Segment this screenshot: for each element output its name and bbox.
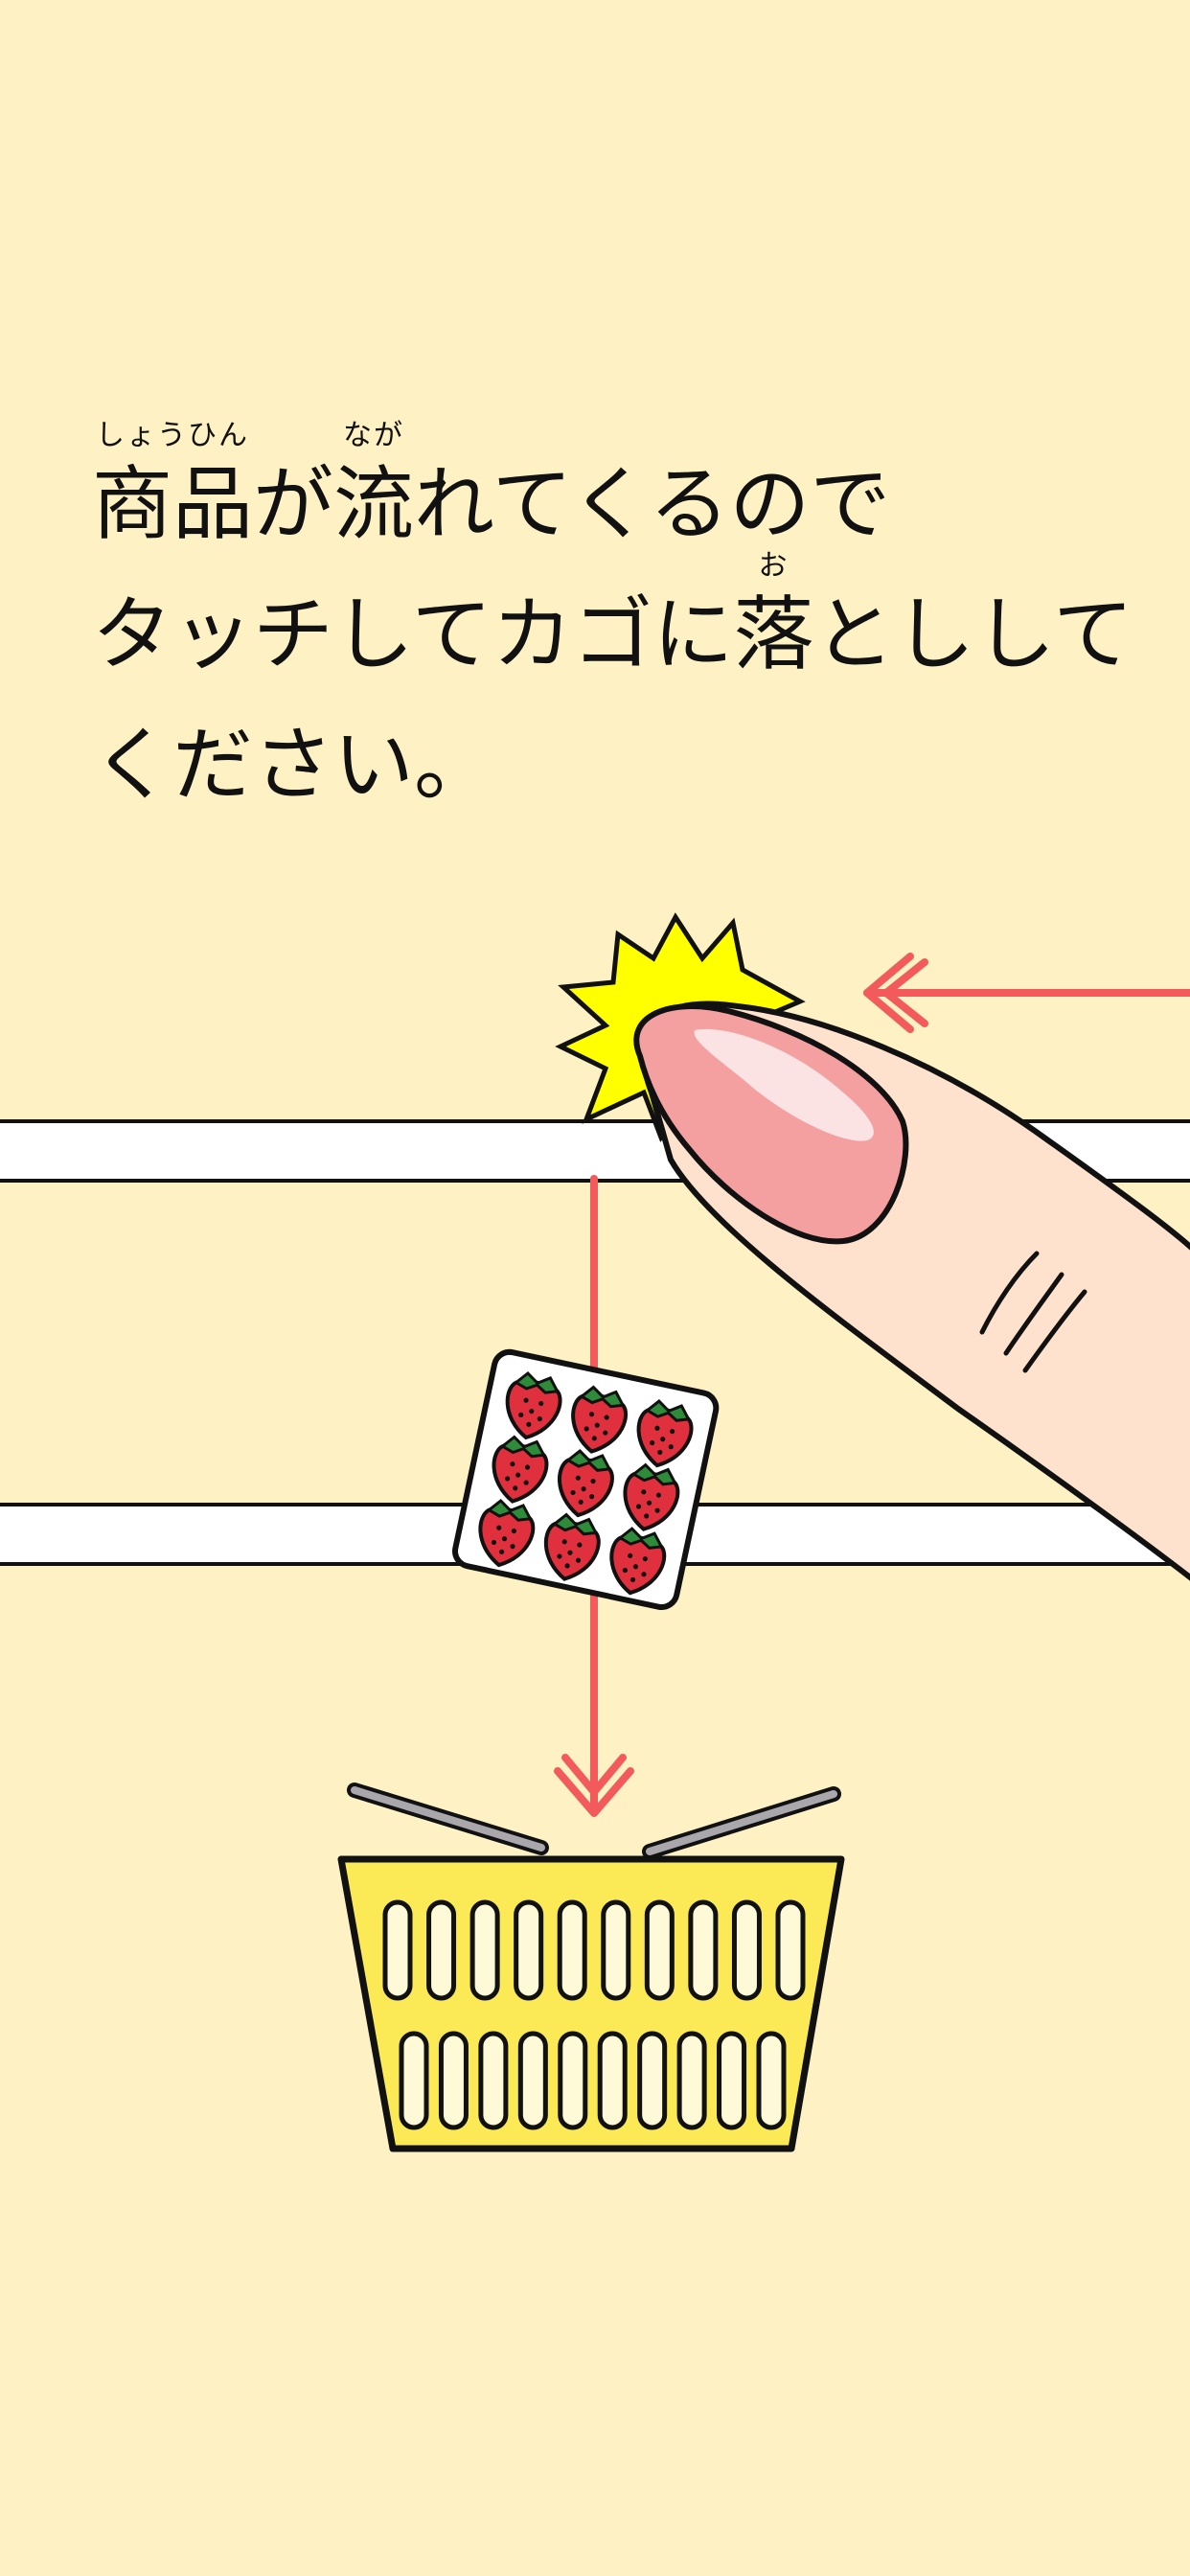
text-touch-basket: タッチしてカゴに — [92, 587, 734, 681]
basket-slot — [478, 2031, 509, 2130]
instruction-line-3: ください。 — [92, 682, 1146, 813]
basket-slot — [717, 2031, 747, 2130]
basket-slot — [756, 2031, 787, 2130]
finger-icon — [633, 1000, 1190, 1581]
basket-slot — [597, 2031, 628, 2130]
word-shouhin: 商品 — [92, 457, 254, 551]
word-otoshi: 落 — [733, 587, 814, 681]
strawberry — [623, 1462, 680, 1531]
ruby-word-naga: なが 流 — [333, 420, 415, 552]
shopping-basket-icon — [337, 1782, 845, 2152]
swipe-arrow-icon — [863, 953, 1190, 1033]
strawberry — [636, 1399, 694, 1468]
instruction-line-2: タッチしてカゴに お 落 としして — [92, 550, 1146, 682]
basket-slot — [469, 1899, 500, 2001]
basket-slot — [399, 2031, 429, 2130]
basket-slot — [676, 2031, 707, 2130]
ruby-reading-shouhin: しょうひん — [96, 419, 249, 452]
basket-slot — [517, 2031, 548, 2130]
particle-ga: が — [253, 457, 334, 551]
basket-slot — [426, 1899, 457, 2001]
strawberry — [492, 1435, 549, 1504]
basket-slot — [688, 1899, 719, 2001]
instruction-line-1: しょうひん 商品 が なが 流 れてくるので — [92, 420, 1146, 552]
basket-slot — [601, 1899, 631, 2001]
basket-slot — [775, 1899, 806, 2001]
ruby-reading-naga: なが — [343, 419, 405, 452]
strawberry — [571, 1385, 629, 1454]
word-naga: 流 — [333, 457, 415, 551]
ruby-word-shouhin: しょうひん 商品 — [92, 420, 254, 552]
basket-slot — [557, 1899, 587, 2001]
basket-slot — [644, 1899, 675, 2001]
text-kudasai: ください。 — [92, 718, 495, 812]
strawberry — [609, 1527, 667, 1596]
basket-slot — [382, 1899, 413, 2001]
text-toshite: としして — [813, 587, 1133, 681]
basket-slot — [558, 2031, 588, 2130]
strawberry — [478, 1498, 536, 1568]
strawberry — [505, 1370, 562, 1440]
basket-slot — [438, 2031, 469, 2130]
strawberry — [557, 1449, 614, 1518]
basket-slot — [514, 1899, 544, 2001]
strawberry — [543, 1512, 601, 1581]
ruby-reading-o: お — [758, 549, 790, 583]
basket-slot — [731, 1899, 762, 2001]
instruction-text: しょうひん 商品 が なが 流 れてくるので タッチしてカゴに お 落 としして… — [92, 420, 1146, 813]
strawberry-pack-icon — [452, 1348, 720, 1610]
ruby-word-o: お 落 — [733, 550, 814, 682]
text-rete-kurunode: れてくるので — [414, 457, 891, 551]
basket-slot — [637, 2031, 668, 2130]
